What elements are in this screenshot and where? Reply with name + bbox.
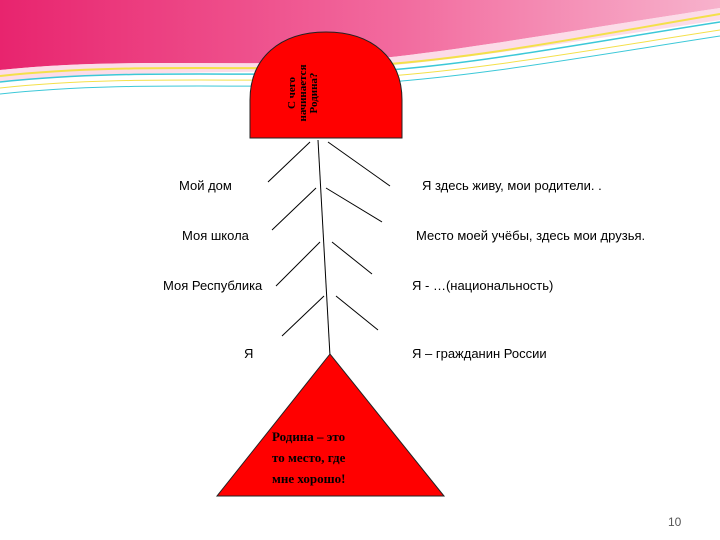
fish-tail-triangle (215, 353, 446, 497)
tail-answer: Родина – это то место, где мне хорошо! (272, 426, 382, 489)
left-label-me: Я (244, 346, 254, 361)
right-label-school: Место моей учёбы, здесь мои друзья. (416, 228, 646, 243)
head-line-2: начинается (296, 64, 309, 122)
right-bone-2 (325, 187, 383, 223)
right-bone-1 (327, 141, 391, 187)
left-bones (267, 141, 325, 337)
left-label-home: Мой дом (179, 178, 232, 193)
left-bone-3 (275, 241, 321, 287)
right-label-home: Я здесь живу, мои родители. . (422, 178, 602, 193)
left-bone-1 (267, 141, 311, 183)
left-label-republic: Моя Республика (163, 278, 263, 293)
tail-line-3: мне хорошо! (272, 471, 346, 486)
right-bone-3 (331, 241, 373, 275)
page-number: 10 (668, 515, 682, 529)
left-label-school: Моя школа (182, 228, 249, 243)
fish-head-dome (249, 31, 403, 139)
right-bones (325, 141, 391, 331)
fishbone-spine (317, 139, 331, 357)
head-question: С чего начинается Родина? (268, 64, 338, 122)
right-label-citizen: Я – гражданин России (412, 346, 547, 361)
right-label-nationality: Я - …(национальность) (412, 278, 554, 293)
head-line-1: С чего (285, 77, 298, 110)
tail-line-1: Родина – это (272, 429, 346, 444)
left-bone-4 (281, 295, 325, 337)
head-line-3: Родина? (307, 72, 320, 114)
right-bone-4 (335, 295, 379, 331)
left-bone-2 (271, 187, 317, 231)
tail-line-2: то место, где (272, 450, 346, 465)
